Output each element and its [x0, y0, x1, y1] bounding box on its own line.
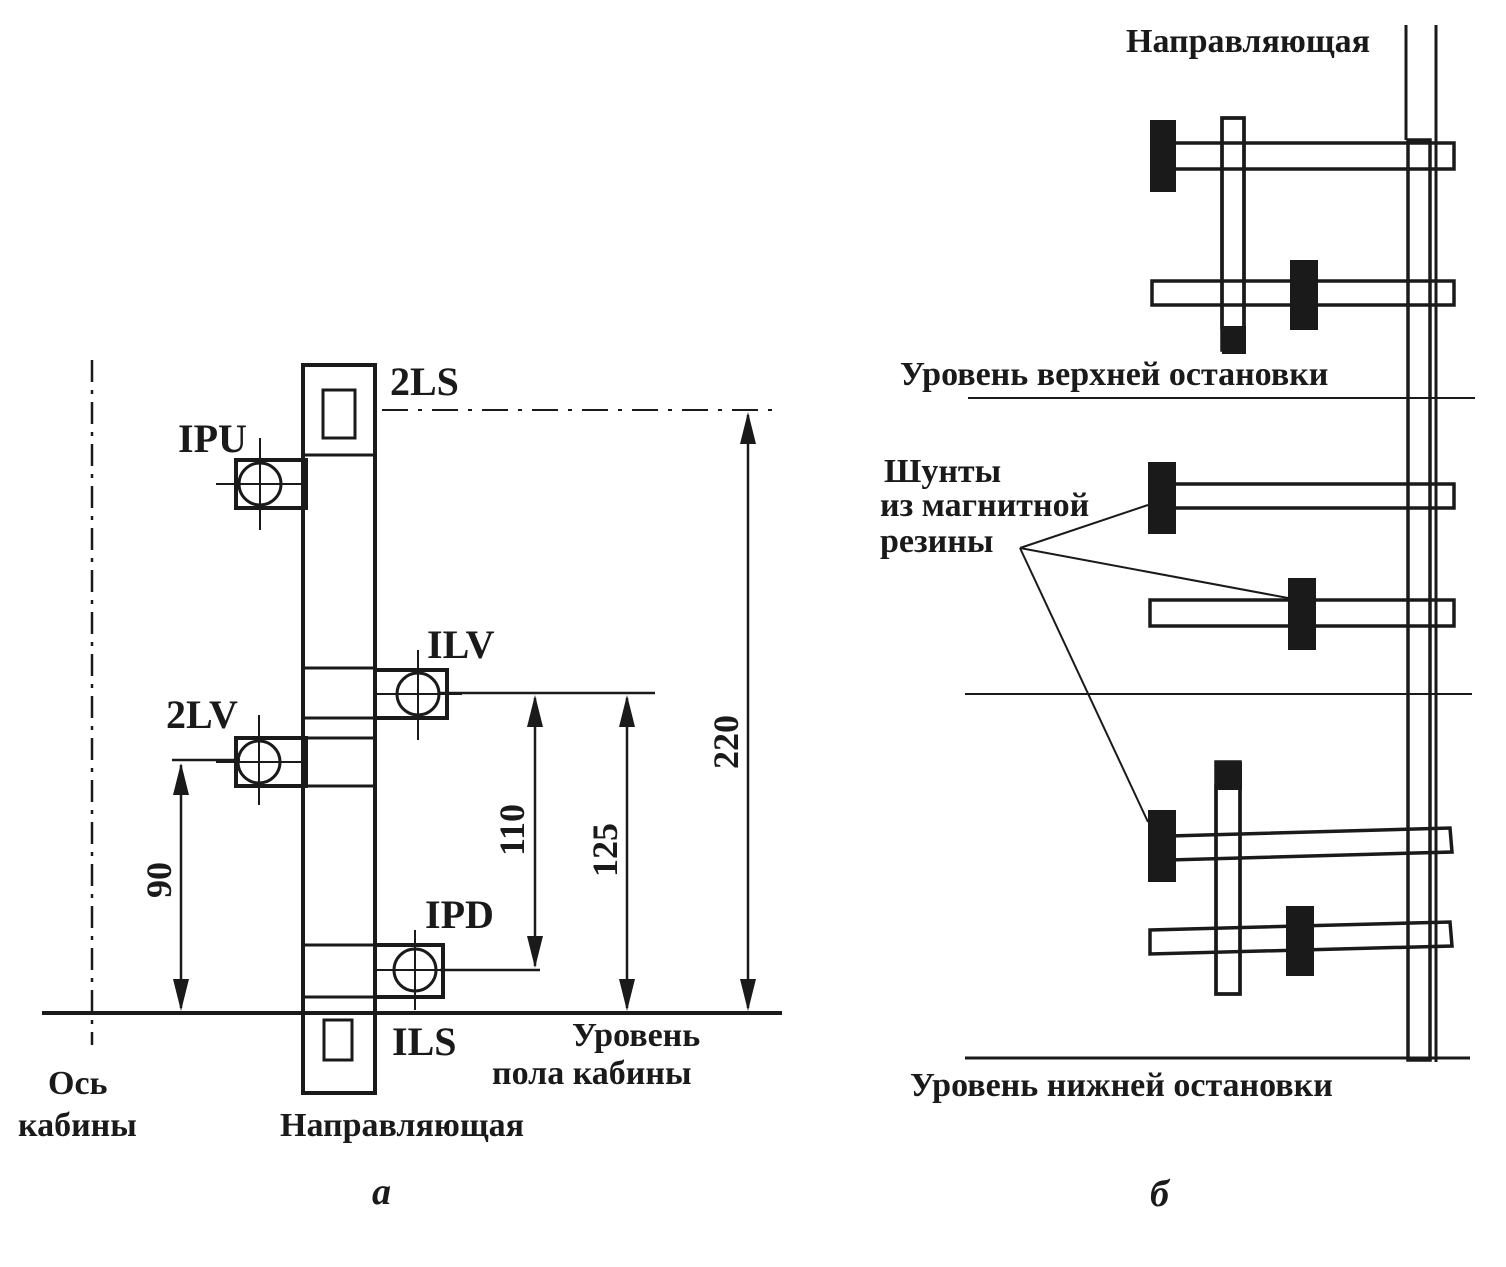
dim-90-arrow-top	[173, 763, 189, 795]
upper-arm-1	[1170, 141, 1456, 171]
dim-125-arrow-bottom	[619, 979, 635, 1011]
label-1ls: ILS	[392, 1019, 457, 1064]
shunts-label-line2: из магнитной	[880, 487, 1089, 524]
label-1pd: IPD	[425, 892, 494, 937]
sensor-1ls-slot	[322, 1018, 354, 1062]
panel-b-caption: б	[1150, 1173, 1171, 1215]
cabin-axis-label-line2: кабины	[18, 1107, 137, 1144]
upper-vertical-bar	[1220, 116, 1246, 352]
dim-220-value: 220	[706, 715, 746, 769]
shunt-leader-2	[1019, 547, 1289, 599]
upper-vertical-bar-over	[1220, 116, 1246, 330]
panel-b: Направляющая Уровень верхней остановки Ш…	[880, 23, 1475, 1215]
shunt-leader-1	[1019, 504, 1149, 549]
floor-level-label-line2: пола кабины	[492, 1055, 692, 1092]
upper-shunt-1	[1150, 120, 1176, 192]
label-2ls: 2LS	[390, 359, 459, 404]
sensor-2ls-slot	[321, 388, 357, 440]
lower-shunt-1	[1148, 810, 1176, 882]
lower-arm-2	[1148, 920, 1454, 956]
panel-a: 2LS IPU ILV 2LV IPD ILS 220 125 110 90 О…	[18, 359, 782, 1213]
guide-rail	[301, 363, 377, 1095]
dim-220-arrow-bottom	[740, 979, 756, 1011]
middle-shunt-1	[1148, 462, 1176, 534]
top-stop-label: Уровень верхней остановки	[900, 356, 1328, 393]
middle-arm-1	[1168, 482, 1456, 510]
shunts-label-line3: резины	[880, 523, 993, 560]
shunts-label-line1: Шунты	[884, 453, 1001, 490]
dim-220-arrow-top	[740, 412, 756, 444]
label-2lv: 2LV	[166, 692, 238, 737]
upper-vertical-bar-cap	[1222, 326, 1246, 354]
guide-label-b: Направляющая	[1126, 23, 1370, 60]
panel-a-caption: a	[372, 1171, 391, 1213]
dim-110-arrow-top	[527, 695, 543, 727]
label-1lv: ILV	[427, 622, 495, 667]
dim-125-arrow-top	[619, 695, 635, 727]
dim-90-arrow-bottom	[173, 979, 189, 1011]
shunt-leader-3	[1019, 547, 1149, 823]
bottom-stop-label: Уровень нижней остановки	[910, 1067, 1333, 1104]
guide-rail-label: Направляющая	[280, 1107, 524, 1144]
label-1pu: IPU	[178, 416, 247, 461]
lower-vertical-bar-over	[1214, 784, 1242, 996]
dim-90-value: 90	[139, 862, 179, 898]
dim-110-arrow-bottom	[527, 936, 543, 968]
dim-125-value: 125	[585, 823, 625, 877]
middle-shunt-2	[1288, 578, 1316, 650]
lower-vertical-bar	[1214, 760, 1242, 996]
dim-110-value: 110	[492, 804, 532, 856]
cabin-axis-label-line1: Ось	[48, 1065, 108, 1102]
lower-shunt-2	[1286, 906, 1314, 976]
upper-shunt-2	[1290, 260, 1318, 330]
floor-level-label-line1: Уровень	[572, 1017, 700, 1054]
